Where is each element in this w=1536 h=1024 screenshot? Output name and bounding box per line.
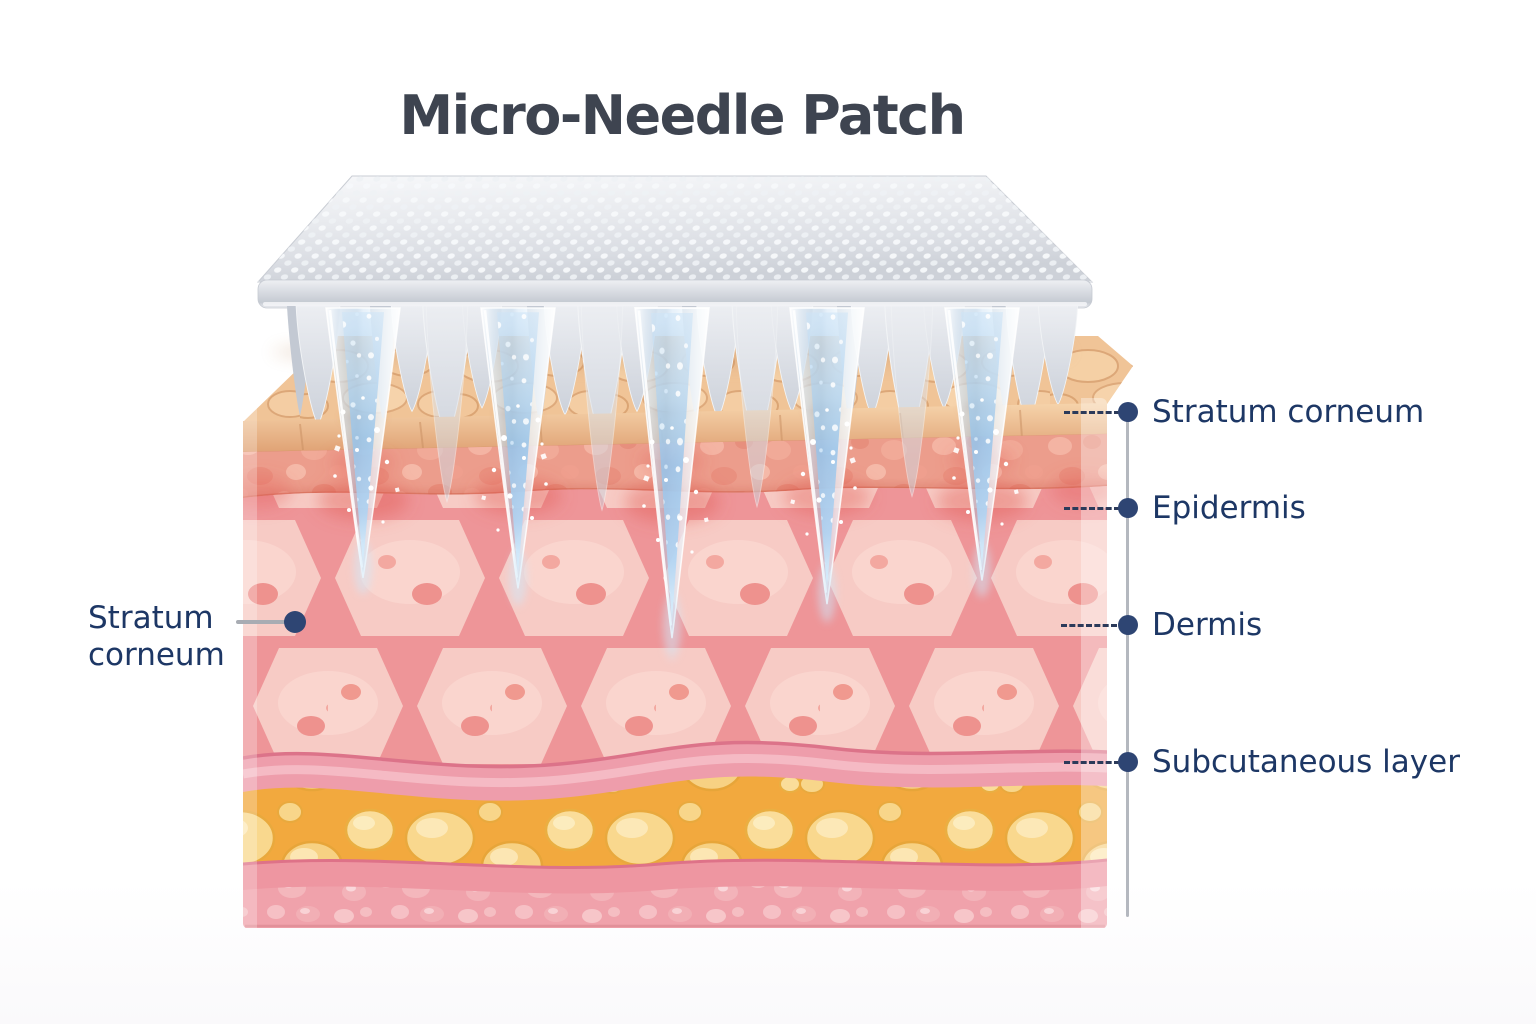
label-left-line2: corneum bbox=[88, 637, 225, 673]
marker-dot-dermis bbox=[1118, 615, 1138, 635]
leader-line-vertical bbox=[1126, 412, 1129, 917]
layer-subcutaneous bbox=[243, 740, 1107, 880]
label-left-line1: Stratum bbox=[88, 600, 214, 636]
left-marker-dot bbox=[284, 611, 306, 633]
marker-dot-epidermis bbox=[1118, 498, 1138, 518]
label-dermis: Dermis bbox=[1152, 607, 1263, 643]
label-stratum-corneum: Stratum corneum bbox=[1152, 394, 1425, 430]
marker-dot-subcutaneous bbox=[1118, 752, 1138, 772]
label-subcutaneous-layer: Subcutaneous layer bbox=[1152, 744, 1460, 780]
marker-dot-stratum-corneum bbox=[1118, 402, 1138, 422]
dashed-connector-subcutaneous bbox=[1064, 761, 1120, 764]
layer-base bbox=[243, 858, 1107, 928]
dashed-connector-epidermis bbox=[1064, 507, 1120, 510]
left-connector-line bbox=[236, 620, 288, 624]
patch bbox=[256, 175, 1094, 309]
dashed-connector-stratum-corneum bbox=[1064, 411, 1120, 414]
label-left-stratum-corneum: Stratum corneum bbox=[88, 600, 225, 674]
page-title: Micro-Needle Patch bbox=[399, 84, 966, 147]
label-epidermis: Epidermis bbox=[1152, 490, 1306, 526]
dashed-connector-dermis bbox=[1061, 624, 1117, 627]
patch-dot-grid bbox=[258, 176, 1092, 282]
